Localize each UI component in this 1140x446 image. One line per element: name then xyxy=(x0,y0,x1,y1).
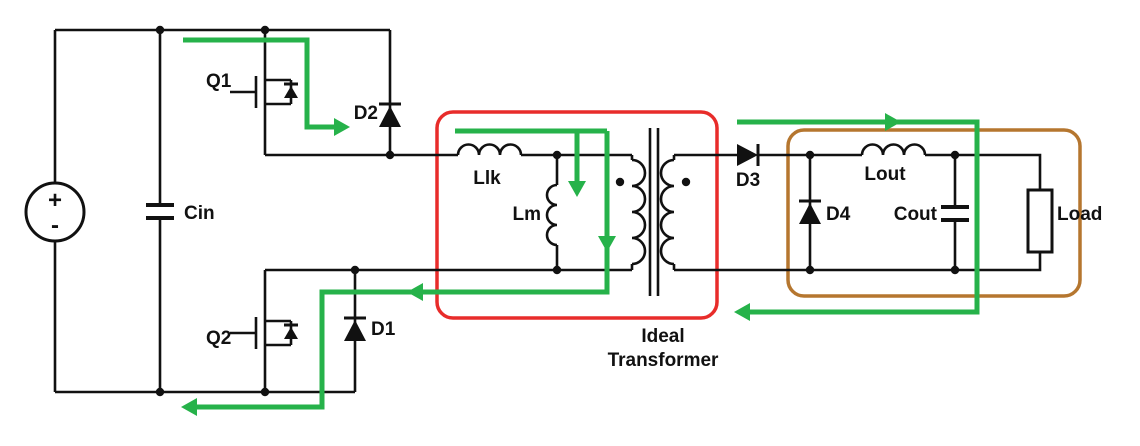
primary-phase-dot xyxy=(615,177,625,187)
input-capacitor-cin: Cin xyxy=(146,30,215,392)
junction-dot xyxy=(950,150,960,160)
inductor-lout: Lout xyxy=(860,143,927,185)
load-box xyxy=(1026,188,1054,254)
d2-diode-icon xyxy=(379,106,401,127)
current-arrowhead-left xyxy=(181,398,197,416)
current-arrowhead-left xyxy=(734,303,750,321)
d1-diode-icon xyxy=(344,320,366,341)
d4-diode-icon xyxy=(799,203,821,224)
lout-coil xyxy=(860,143,927,156)
diode-d2: D2 xyxy=(354,30,401,155)
label-load: Load xyxy=(1057,204,1102,225)
label-d3: D3 xyxy=(736,170,760,191)
current-arrowhead-right xyxy=(885,113,901,131)
transformer-title-line1: Ideal xyxy=(641,326,684,347)
diode-d4: D4 xyxy=(799,155,851,270)
junction-dot xyxy=(552,150,562,160)
label-lout: Lout xyxy=(864,164,906,185)
current-path-lines xyxy=(183,37,980,410)
junction-dot xyxy=(260,25,270,35)
junction-dot xyxy=(350,265,360,275)
load-resistor: Load xyxy=(1026,188,1102,254)
diode-d1: D1 xyxy=(344,270,396,392)
diode-d3: D3 xyxy=(736,144,760,191)
output-bottom-wire xyxy=(674,252,1042,272)
junction-dot xyxy=(385,150,395,160)
inductor-llk: Llk xyxy=(456,143,523,189)
lm-coil xyxy=(545,183,558,247)
source-plus-sign: + xyxy=(48,187,62,214)
llk-coil xyxy=(456,143,523,156)
primary-winding xyxy=(631,158,647,266)
source-circle xyxy=(24,181,86,243)
output-top-wire xyxy=(925,153,1042,190)
secondary-phase-dot xyxy=(681,177,691,187)
mosfet-q1: Q1 xyxy=(206,30,298,155)
label-cin: Cin xyxy=(184,203,215,224)
q1-body-diode-icon xyxy=(284,86,298,98)
inductor-lm: Lm xyxy=(513,155,559,270)
current-arrowhead-down xyxy=(598,236,616,252)
d3-diode-icon xyxy=(737,144,758,166)
junction-dots xyxy=(155,25,960,397)
current-path-segment-secondary-loop xyxy=(737,119,980,315)
mosfet-q2: Q2 xyxy=(206,270,298,392)
current-path-segment-input xyxy=(183,37,336,130)
label-d2: D2 xyxy=(354,103,378,124)
transformer-highlight-box xyxy=(435,110,719,320)
label-q1: Q1 xyxy=(206,71,232,92)
secondary-winding xyxy=(659,158,675,266)
current-arrowhead-right xyxy=(334,118,350,136)
current-path-arrowheads xyxy=(181,113,901,416)
junction-dot xyxy=(552,265,562,275)
label-d1: D1 xyxy=(371,319,396,340)
junction-dot xyxy=(155,387,165,397)
output-stage-highlight-box xyxy=(786,128,1082,298)
transformer: Ideal Transformer xyxy=(608,128,719,371)
current-arrowhead-left xyxy=(407,283,423,301)
label-cout: Cout xyxy=(894,204,938,225)
current-arrowhead-down xyxy=(568,181,586,197)
label-lm: Lm xyxy=(513,204,542,225)
label-llk: Llk xyxy=(473,168,501,189)
junction-dot xyxy=(950,265,960,275)
source-minus-sign: - xyxy=(51,212,59,239)
q2-body-diode-icon xyxy=(284,327,298,339)
capacitor-cout: Cout xyxy=(894,155,969,270)
junction-dot xyxy=(260,387,270,397)
dc-source: + - xyxy=(24,181,86,243)
transformer-title-line2: Transformer xyxy=(608,350,719,371)
junction-dot xyxy=(805,265,815,275)
junction-dot xyxy=(805,150,815,160)
junction-dot xyxy=(155,25,165,35)
label-d4: D4 xyxy=(826,204,851,225)
label-q2: Q2 xyxy=(206,328,231,349)
